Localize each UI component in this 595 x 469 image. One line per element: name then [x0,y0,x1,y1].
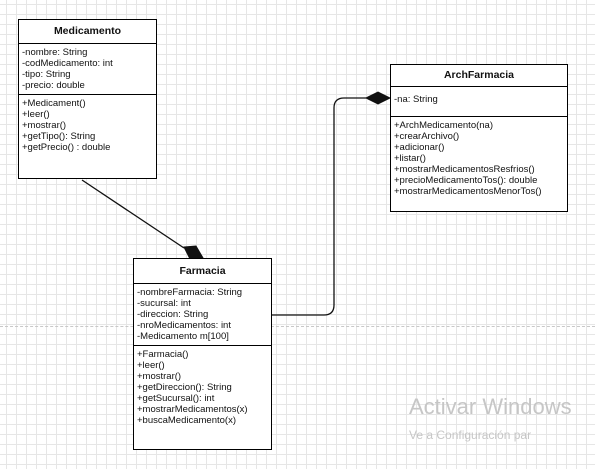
activation-watermark-title: Activar Windows [409,394,572,419]
class-farmacia-title: Farmacia [134,259,271,284]
method: +leer() [22,109,50,120]
activation-watermark-subtitle: Ve a Configuración par [409,428,532,442]
composition-line-medicamento-farmacia [81,179,185,249]
class-medicamento-methods: +Medicament() +leer() +mostrar() +getTip… [19,95,156,156]
attribute: -sucursal: int [137,298,191,309]
attribute: -na: String [394,94,438,105]
class-archfarmacia-attributes: -na: String [391,87,567,117]
method: +getDireccion(): String [137,382,232,393]
method: +adicionar() [394,142,445,153]
method: +crearArchivo() [394,131,460,142]
class-medicamento[interactable]: Medicamento -nombre: String -codMedicame… [18,19,157,179]
class-archfarmacia[interactable]: ArchFarmacia -na: String +ArchMedicament… [390,64,568,212]
attribute: -codMedicamento: int [22,58,113,69]
method: +getTipo(): String [22,131,96,142]
class-archfarmacia-title: ArchFarmacia [391,65,567,87]
method: +buscaMedicamento(x) [137,415,237,426]
class-medicamento-attributes: -nombre: String -codMedicamento: int -ti… [19,44,156,95]
class-farmacia-attributes: -nombreFarmacia: String -sucursal: int -… [134,284,271,346]
method: +precioMedicamentoTos(): double [394,175,538,186]
method: +getSucursal(): int [137,393,215,404]
attribute: -tipo: String [22,69,71,80]
class-farmacia-methods: +Farmacia() +leer() +mostrar() +getDirec… [134,346,271,429]
attribute: -nombre: String [22,47,88,58]
class-medicamento-title: Medicamento [19,20,156,44]
attribute: -direccion: String [137,309,209,320]
method: +leer() [137,360,165,371]
method: +Medicament() [22,98,86,109]
composition-diamond-archfarmacia [364,91,392,105]
method: +listar() [394,153,426,164]
class-farmacia[interactable]: Farmacia -nombreFarmacia: String -sucurs… [133,258,272,450]
method: +ArchMedicamento(na) [394,120,494,131]
method: +mostrarMedicamentos(x) [137,404,248,415]
attribute: -nroMedicamentos: int [137,320,231,331]
composition-line-farmacia-archfarmacia [272,97,366,316]
method: +getPrecio() : double [22,142,111,153]
attribute: -nombreFarmacia: String [137,287,243,298]
method: +mostrarMedicamentosResfrios() [394,164,535,175]
page-break-line [0,326,595,327]
attribute: -precio: double [22,80,85,91]
method: +mostrarMedicamentosMenorTos() [394,186,542,197]
method: +Farmacia() [137,349,189,360]
method: +mostrar() [22,120,67,131]
attribute: -Medicamento m[100] [137,331,229,342]
method: +mostrar() [137,371,182,382]
class-archfarmacia-methods: +ArchMedicamento(na) +crearArchivo() +ad… [391,117,567,200]
